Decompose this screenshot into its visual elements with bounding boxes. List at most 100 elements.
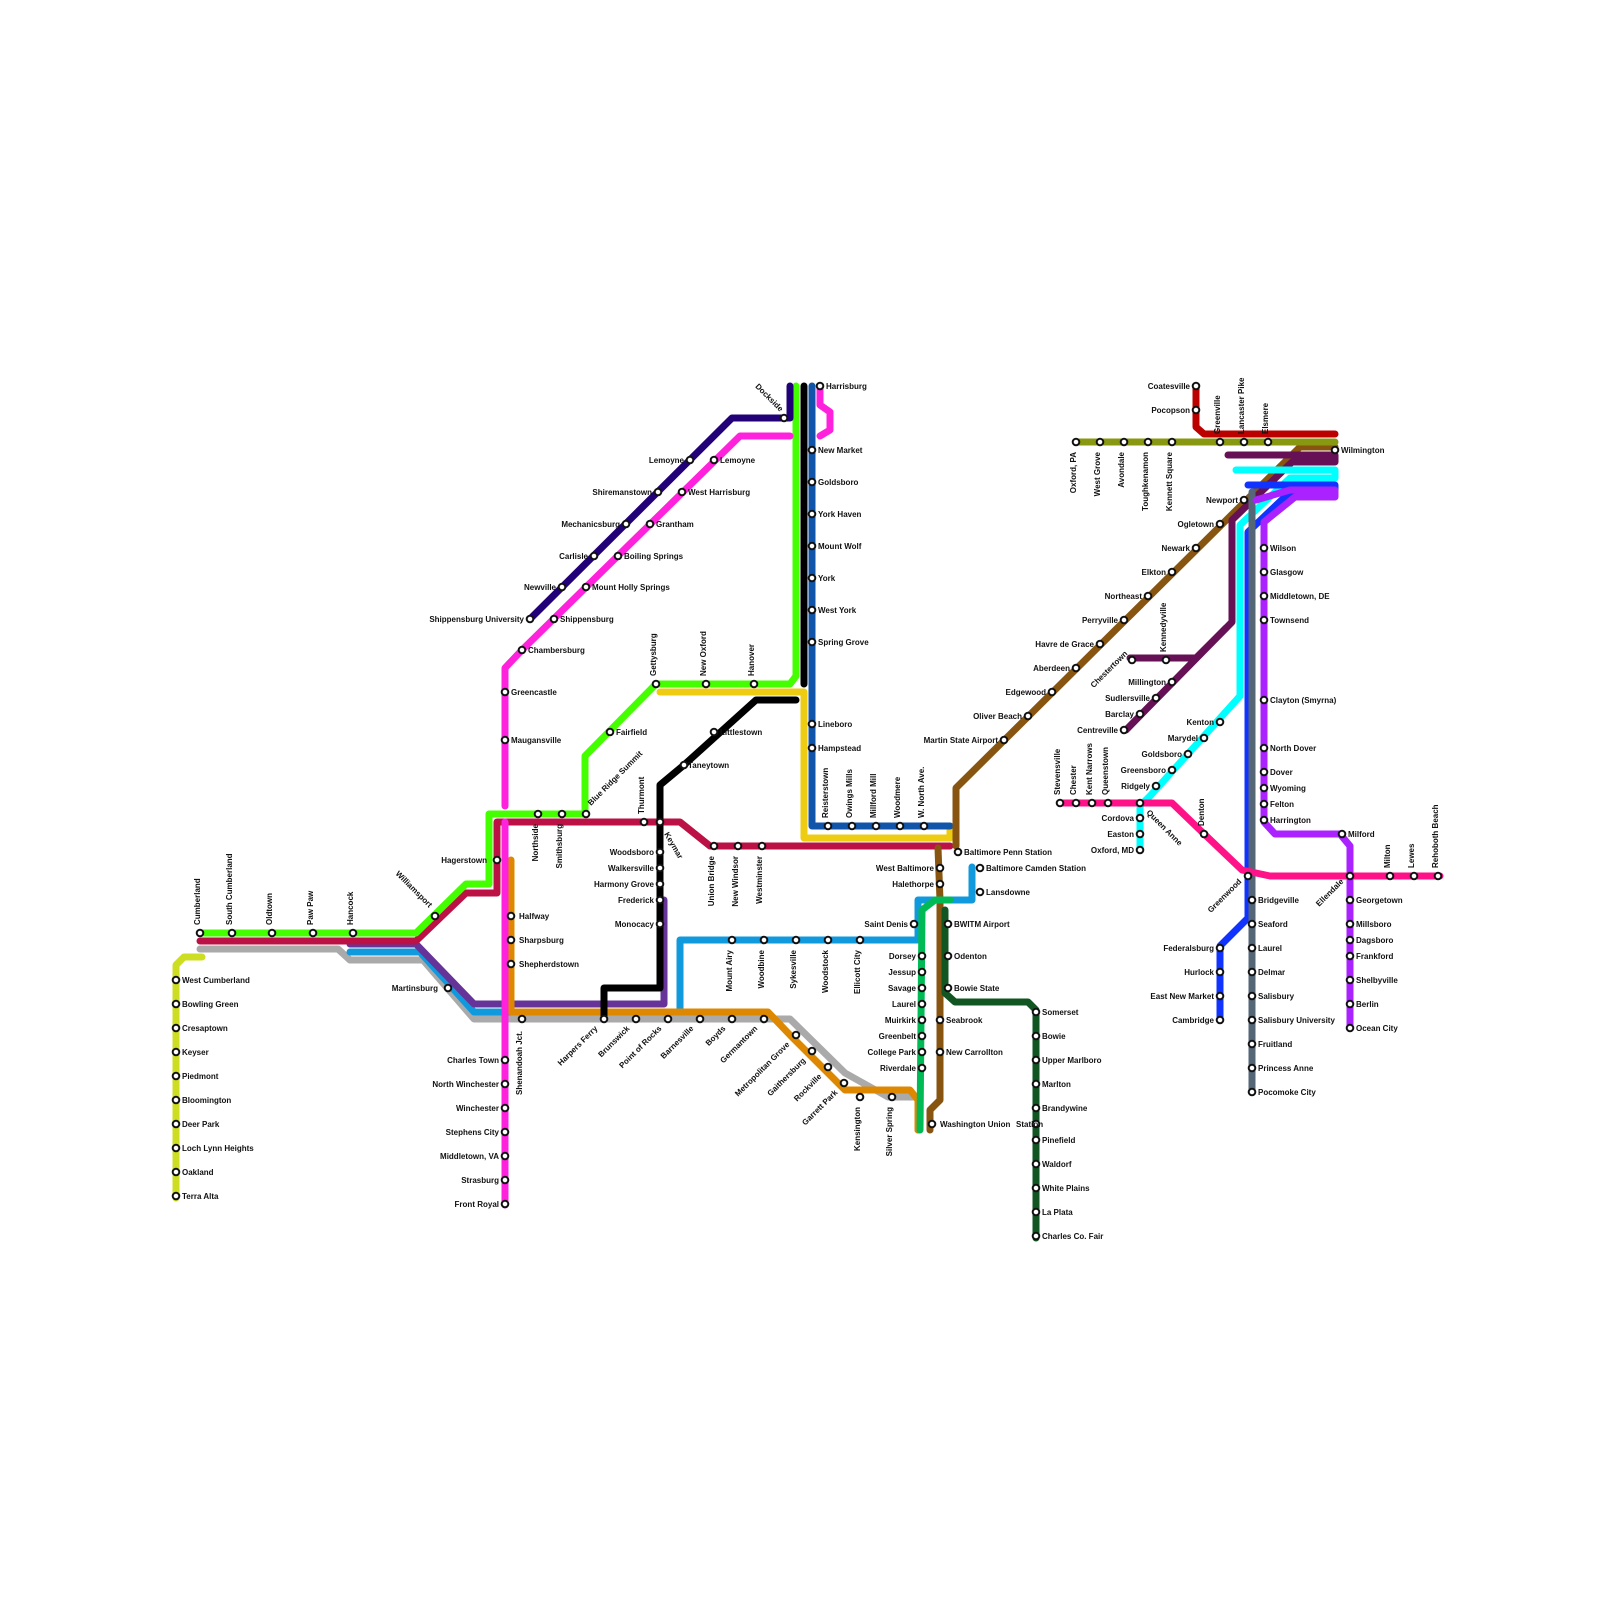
station-marker[interactable] bbox=[641, 819, 648, 826]
station-marker[interactable] bbox=[1249, 1041, 1256, 1048]
station-marker[interactable] bbox=[559, 811, 566, 818]
station-marker[interactable] bbox=[809, 721, 816, 728]
station-marker[interactable] bbox=[508, 961, 515, 968]
station-marker[interactable] bbox=[937, 865, 944, 872]
station-marker[interactable] bbox=[229, 930, 236, 937]
station-marker[interactable] bbox=[759, 843, 766, 850]
station-marker[interactable] bbox=[857, 937, 864, 944]
station-marker[interactable] bbox=[1137, 711, 1144, 718]
station-marker[interactable] bbox=[173, 1193, 180, 1200]
station-marker[interactable] bbox=[809, 639, 816, 646]
station-marker[interactable] bbox=[919, 1065, 926, 1072]
station-marker[interactable] bbox=[607, 729, 614, 736]
station-marker[interactable] bbox=[1033, 1033, 1040, 1040]
station-marker[interactable] bbox=[857, 1094, 864, 1101]
station-marker[interactable] bbox=[1033, 1081, 1040, 1088]
station-marker[interactable] bbox=[350, 930, 357, 937]
station-marker[interactable] bbox=[445, 985, 452, 992]
station-marker[interactable] bbox=[502, 1129, 509, 1136]
station-marker[interactable] bbox=[657, 819, 664, 826]
station-marker[interactable] bbox=[809, 447, 816, 454]
station-marker[interactable] bbox=[1347, 1025, 1354, 1032]
station-marker[interactable] bbox=[173, 1097, 180, 1104]
station-marker[interactable] bbox=[1153, 783, 1160, 790]
station-marker[interactable] bbox=[502, 1153, 509, 1160]
station-marker[interactable] bbox=[1033, 1209, 1040, 1216]
station-marker[interactable] bbox=[729, 1016, 736, 1023]
station-marker[interactable] bbox=[809, 511, 816, 518]
station-marker[interactable] bbox=[1339, 831, 1346, 838]
station-marker[interactable] bbox=[502, 1105, 509, 1112]
station-marker[interactable] bbox=[809, 575, 816, 582]
station-marker[interactable] bbox=[1089, 800, 1096, 807]
station-marker[interactable] bbox=[711, 457, 718, 464]
station-marker[interactable] bbox=[919, 1033, 926, 1040]
station-marker[interactable] bbox=[551, 616, 558, 623]
station-marker[interactable] bbox=[1137, 831, 1144, 838]
station-marker[interactable] bbox=[817, 383, 824, 390]
station-marker[interactable] bbox=[173, 1121, 180, 1128]
station-marker[interactable] bbox=[1249, 1089, 1256, 1096]
station-marker[interactable] bbox=[502, 1081, 509, 1088]
station-marker[interactable] bbox=[655, 489, 662, 496]
station-marker[interactable] bbox=[1249, 921, 1256, 928]
station-marker[interactable] bbox=[657, 921, 664, 928]
station-marker[interactable] bbox=[1049, 689, 1056, 696]
station-marker[interactable] bbox=[1265, 439, 1272, 446]
station-marker[interactable] bbox=[502, 1177, 509, 1184]
station-marker[interactable] bbox=[929, 1121, 936, 1128]
station-marker[interactable] bbox=[1073, 665, 1080, 672]
station-marker[interactable] bbox=[1073, 439, 1080, 446]
station-marker[interactable] bbox=[679, 489, 686, 496]
station-marker[interactable] bbox=[889, 1094, 896, 1101]
station-marker[interactable] bbox=[535, 811, 542, 818]
station-marker[interactable] bbox=[977, 889, 984, 896]
station-marker[interactable] bbox=[432, 913, 439, 920]
station-marker[interactable] bbox=[1217, 439, 1224, 446]
station-marker[interactable] bbox=[1137, 847, 1144, 854]
station-marker[interactable] bbox=[1347, 921, 1354, 928]
station-marker[interactable] bbox=[310, 930, 317, 937]
station-marker[interactable] bbox=[1057, 800, 1064, 807]
station-marker[interactable] bbox=[945, 921, 952, 928]
station-marker[interactable] bbox=[1169, 439, 1176, 446]
station-marker[interactable] bbox=[711, 843, 718, 850]
station-marker[interactable] bbox=[1249, 1065, 1256, 1072]
station-marker[interactable] bbox=[519, 647, 526, 654]
station-marker[interactable] bbox=[1261, 569, 1268, 576]
station-marker[interactable] bbox=[1169, 569, 1176, 576]
station-marker[interactable] bbox=[269, 930, 276, 937]
station-marker[interactable] bbox=[1121, 617, 1128, 624]
station-marker[interactable] bbox=[502, 1057, 509, 1064]
station-marker[interactable] bbox=[681, 762, 688, 769]
station-marker[interactable] bbox=[1217, 719, 1224, 726]
station-marker[interactable] bbox=[761, 937, 768, 944]
station-marker[interactable] bbox=[173, 977, 180, 984]
station-marker[interactable] bbox=[1435, 873, 1442, 880]
station-marker[interactable] bbox=[583, 584, 590, 591]
station-marker[interactable] bbox=[919, 1001, 926, 1008]
station-marker[interactable] bbox=[1261, 817, 1268, 824]
station-marker[interactable] bbox=[1332, 447, 1339, 454]
station-marker[interactable] bbox=[1163, 657, 1170, 664]
station-marker[interactable] bbox=[1249, 897, 1256, 904]
station-marker[interactable] bbox=[1129, 657, 1136, 664]
station-marker[interactable] bbox=[1033, 1233, 1040, 1240]
station-marker[interactable] bbox=[1217, 521, 1224, 528]
station-marker[interactable] bbox=[1347, 1001, 1354, 1008]
station-marker[interactable] bbox=[1033, 1057, 1040, 1064]
station-marker[interactable] bbox=[173, 1145, 180, 1152]
station-marker[interactable] bbox=[1347, 897, 1354, 904]
station-marker[interactable] bbox=[1033, 1105, 1040, 1112]
station-marker[interactable] bbox=[735, 843, 742, 850]
station-marker[interactable] bbox=[809, 543, 816, 550]
station-marker[interactable] bbox=[657, 881, 664, 888]
station-marker[interactable] bbox=[1241, 497, 1248, 504]
station-marker[interactable] bbox=[1097, 641, 1104, 648]
station-marker[interactable] bbox=[919, 953, 926, 960]
station-marker[interactable] bbox=[919, 985, 926, 992]
station-marker[interactable] bbox=[1137, 800, 1144, 807]
station-marker[interactable] bbox=[647, 521, 654, 528]
station-marker[interactable] bbox=[1411, 873, 1418, 880]
station-marker[interactable] bbox=[793, 1032, 800, 1039]
